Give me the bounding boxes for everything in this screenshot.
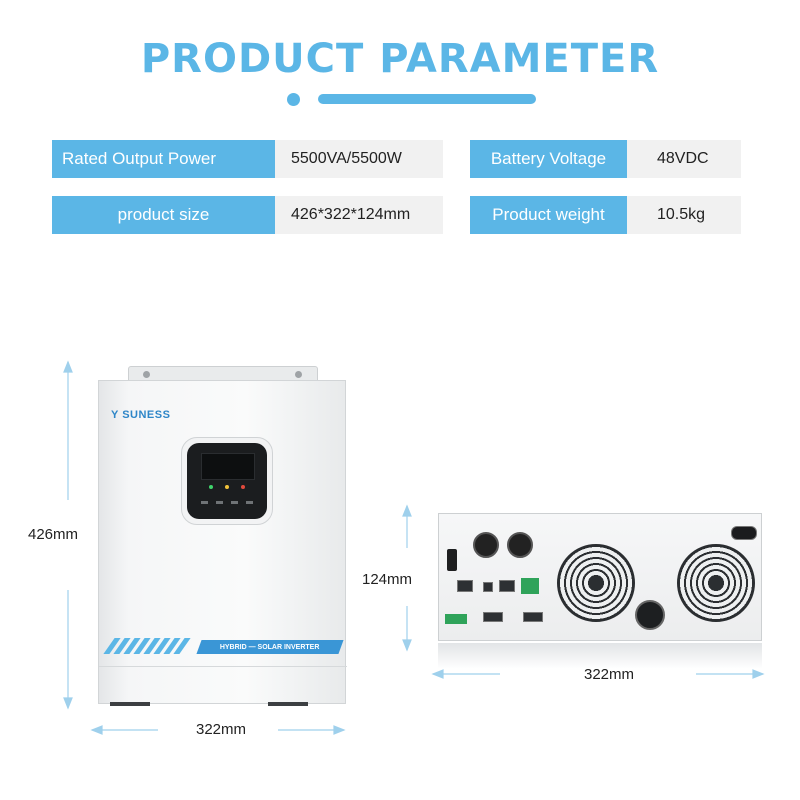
product-band-label: HYBRID — SOLAR INVERTER — [196, 640, 344, 654]
front-width-label: 322mm — [196, 721, 247, 738]
band-label-text: HYBRID — SOLAR INVERTER — [220, 643, 320, 651]
brand-name: SUNESS — [122, 409, 171, 421]
front-panel: Y SUNESS HYBRID — SOLAR — [98, 380, 347, 704]
parallel-port — [483, 612, 503, 622]
fan-icon — [677, 544, 755, 622]
display-bezel — [181, 437, 273, 525]
foot — [110, 702, 150, 706]
status-led-icon — [225, 485, 229, 489]
spec-row-battery-voltage: Battery Voltage 48VDC — [470, 140, 741, 178]
brand-logo-icon: Y — [111, 409, 119, 421]
terminal-block — [521, 578, 539, 594]
status-led-icon — [209, 485, 213, 489]
parallel-port — [523, 612, 543, 622]
terminal-block — [445, 614, 467, 624]
spec-value: 426*322*124mm — [275, 196, 443, 234]
reflection — [438, 643, 762, 669]
title-bar-decoration — [318, 94, 536, 104]
fan-icon — [557, 544, 635, 622]
ac-output-connector — [507, 532, 533, 558]
spec-row-product-size: product size 426*322*124mm — [52, 196, 443, 234]
status-led-icon — [241, 485, 245, 489]
page-title: PRODUCT PARAMETER — [140, 36, 660, 82]
mount-hole — [143, 371, 150, 378]
title-dot-decoration — [287, 93, 300, 106]
display-screen — [187, 443, 267, 519]
battery-connector — [635, 600, 665, 630]
rs485-port — [457, 580, 473, 592]
spec-row-rated-output: Rated Output Power 5500VA/5500W — [52, 140, 443, 178]
spec-label: product size — [52, 196, 275, 234]
lcd-display — [201, 453, 255, 480]
spec-value: 10.5kg — [627, 196, 741, 234]
control-buttons — [201, 501, 253, 507]
ac-input-connector — [473, 532, 499, 558]
foot — [268, 702, 308, 706]
spec-label: Battery Voltage — [470, 140, 627, 178]
spec-label: Rated Output Power — [52, 140, 275, 178]
inverter-bottom-view — [438, 505, 764, 669]
mount-hole — [295, 371, 302, 378]
cable-gland — [731, 526, 757, 540]
usb-port — [483, 582, 493, 592]
bottom-seam — [99, 666, 347, 667]
spec-value: 5500VA/5500W — [275, 140, 443, 178]
power-switch-icon — [447, 549, 457, 571]
front-height-label: 426mm — [28, 526, 79, 543]
side-height-label: 124mm — [362, 571, 413, 588]
rs485-port — [499, 580, 515, 592]
spec-label: Product weight — [470, 196, 627, 234]
bottom-panel — [438, 513, 762, 641]
brand-logo: Y SUNESS — [111, 409, 170, 421]
inverter-front-view: Y SUNESS HYBRID — SOLAR — [98, 366, 348, 706]
side-width-label: 322mm — [584, 666, 635, 683]
spec-value: 48VDC — [627, 140, 741, 178]
spec-row-product-weight: Product weight 10.5kg — [470, 196, 741, 234]
